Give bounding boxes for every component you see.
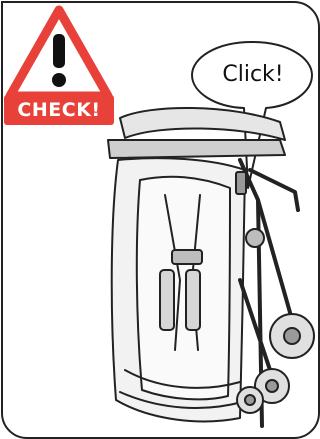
folded-stroller-icon	[80, 100, 315, 432]
click-callout-text: Click!	[201, 58, 305, 90]
